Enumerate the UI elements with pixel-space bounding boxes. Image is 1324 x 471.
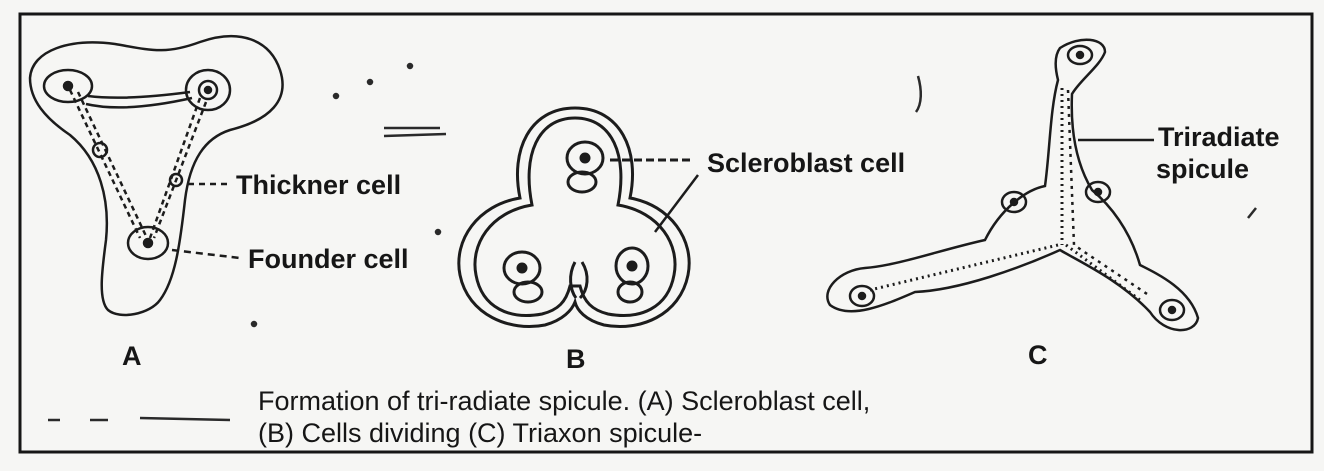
label-triradiate: Triradiate [1158, 124, 1280, 151]
label-scleroblast-cell: Scleroblast cell [707, 150, 905, 177]
spicule-outline [827, 40, 1198, 330]
panel-letter-c: C [1028, 342, 1048, 369]
panel-b-drawing [459, 108, 698, 327]
label-founder-cell: Founder cell [248, 246, 409, 273]
caption-line-1: Formation of tri-radiate spicule. (A) Sc… [258, 388, 870, 415]
label-spicule: spicule [1156, 156, 1249, 183]
panel-c-drawing [827, 40, 1198, 330]
panel-letter-b: B [566, 346, 586, 373]
panel-letter-a: A [122, 343, 142, 370]
trilobed-outline-inner [475, 118, 675, 315]
caption-line-2: (B) Cells dividing (C) Triaxon spicule- [258, 420, 702, 447]
label-thickener-cell: Thickner cell [236, 172, 401, 199]
founder-pointer [172, 250, 240, 258]
